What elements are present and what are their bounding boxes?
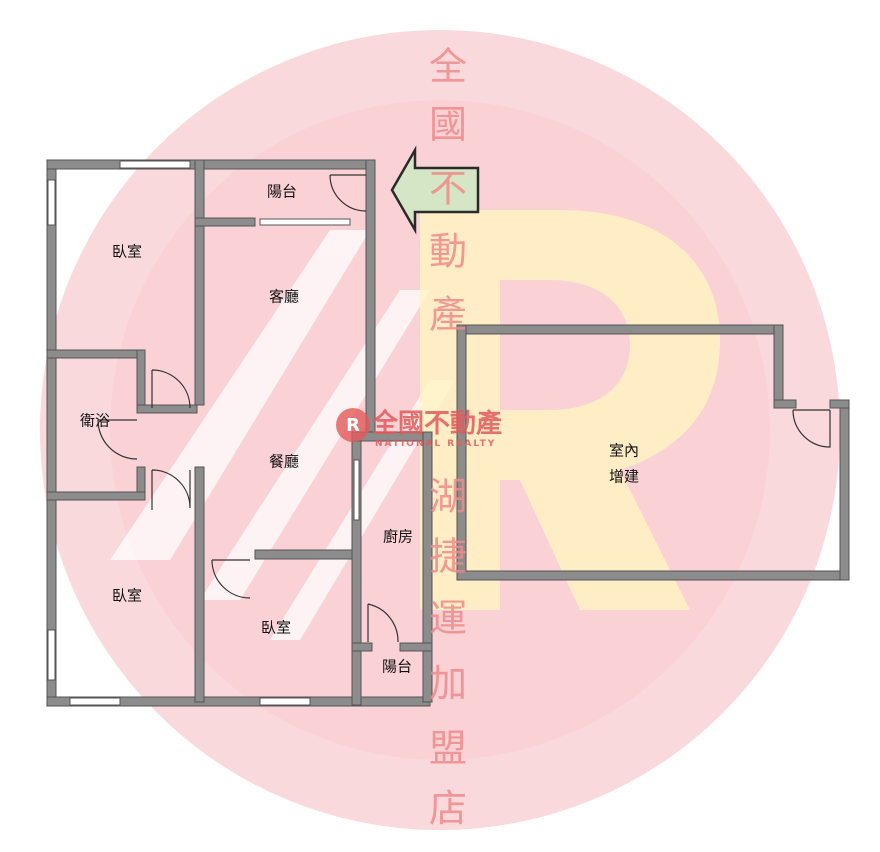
watermark-r-letter <box>420 210 720 610</box>
windows <box>47 160 360 706</box>
svg-text:R: R <box>346 415 360 436</box>
logo-subtext: NATIONAL REALTY <box>375 439 496 449</box>
label-extension-line2: 增建 <box>609 468 639 486</box>
extension-walls <box>456 324 850 581</box>
door-swings <box>97 174 831 643</box>
logo-text: 全國不動產 <box>371 408 502 439</box>
label-balcony-top: 陽台 <box>267 183 297 201</box>
watermark-char: 不 <box>429 167 467 211</box>
label-kitchen: 廚房 <box>383 528 413 546</box>
watermark-char: 國 <box>429 103 467 147</box>
watermark-char: 產 <box>429 293 467 337</box>
label-living-room: 客廳 <box>269 288 299 306</box>
watermark-background <box>40 30 840 830</box>
arrow-icon <box>390 145 480 235</box>
label-extension-line1: 室內 <box>609 442 639 460</box>
entrance-arrow <box>390 145 480 235</box>
watermark-char: 動 <box>429 230 467 274</box>
watermark-char: 湖 <box>429 475 467 519</box>
watermark-char: 加 <box>429 662 467 706</box>
label-bedroom-top: 臥室 <box>112 243 142 261</box>
label-bedroom-bottom-mid: 臥室 <box>261 619 291 637</box>
label-bedroom-bottom-left: 臥室 <box>112 587 142 605</box>
watermark-char: 全 <box>429 45 467 89</box>
label-dining-room: 餐廳 <box>269 453 299 471</box>
watermark-logo: R 全國不動產 NATIONAL REALTY <box>336 408 502 449</box>
room-labels: 臥室 陽台 客廳 衛浴 餐廳 廚房 臥室 臥室 陽台 室內 增建 <box>80 183 639 676</box>
label-bathroom: 衛浴 <box>80 412 110 430</box>
label-balcony-bottom: 陽台 <box>382 658 412 676</box>
watermark-char: 運 <box>429 597 467 641</box>
watermark-char: 捷 <box>429 535 467 579</box>
watermark-char: 店 <box>429 787 467 831</box>
walls <box>46 159 433 707</box>
watermark-char: 盟 <box>429 727 467 771</box>
